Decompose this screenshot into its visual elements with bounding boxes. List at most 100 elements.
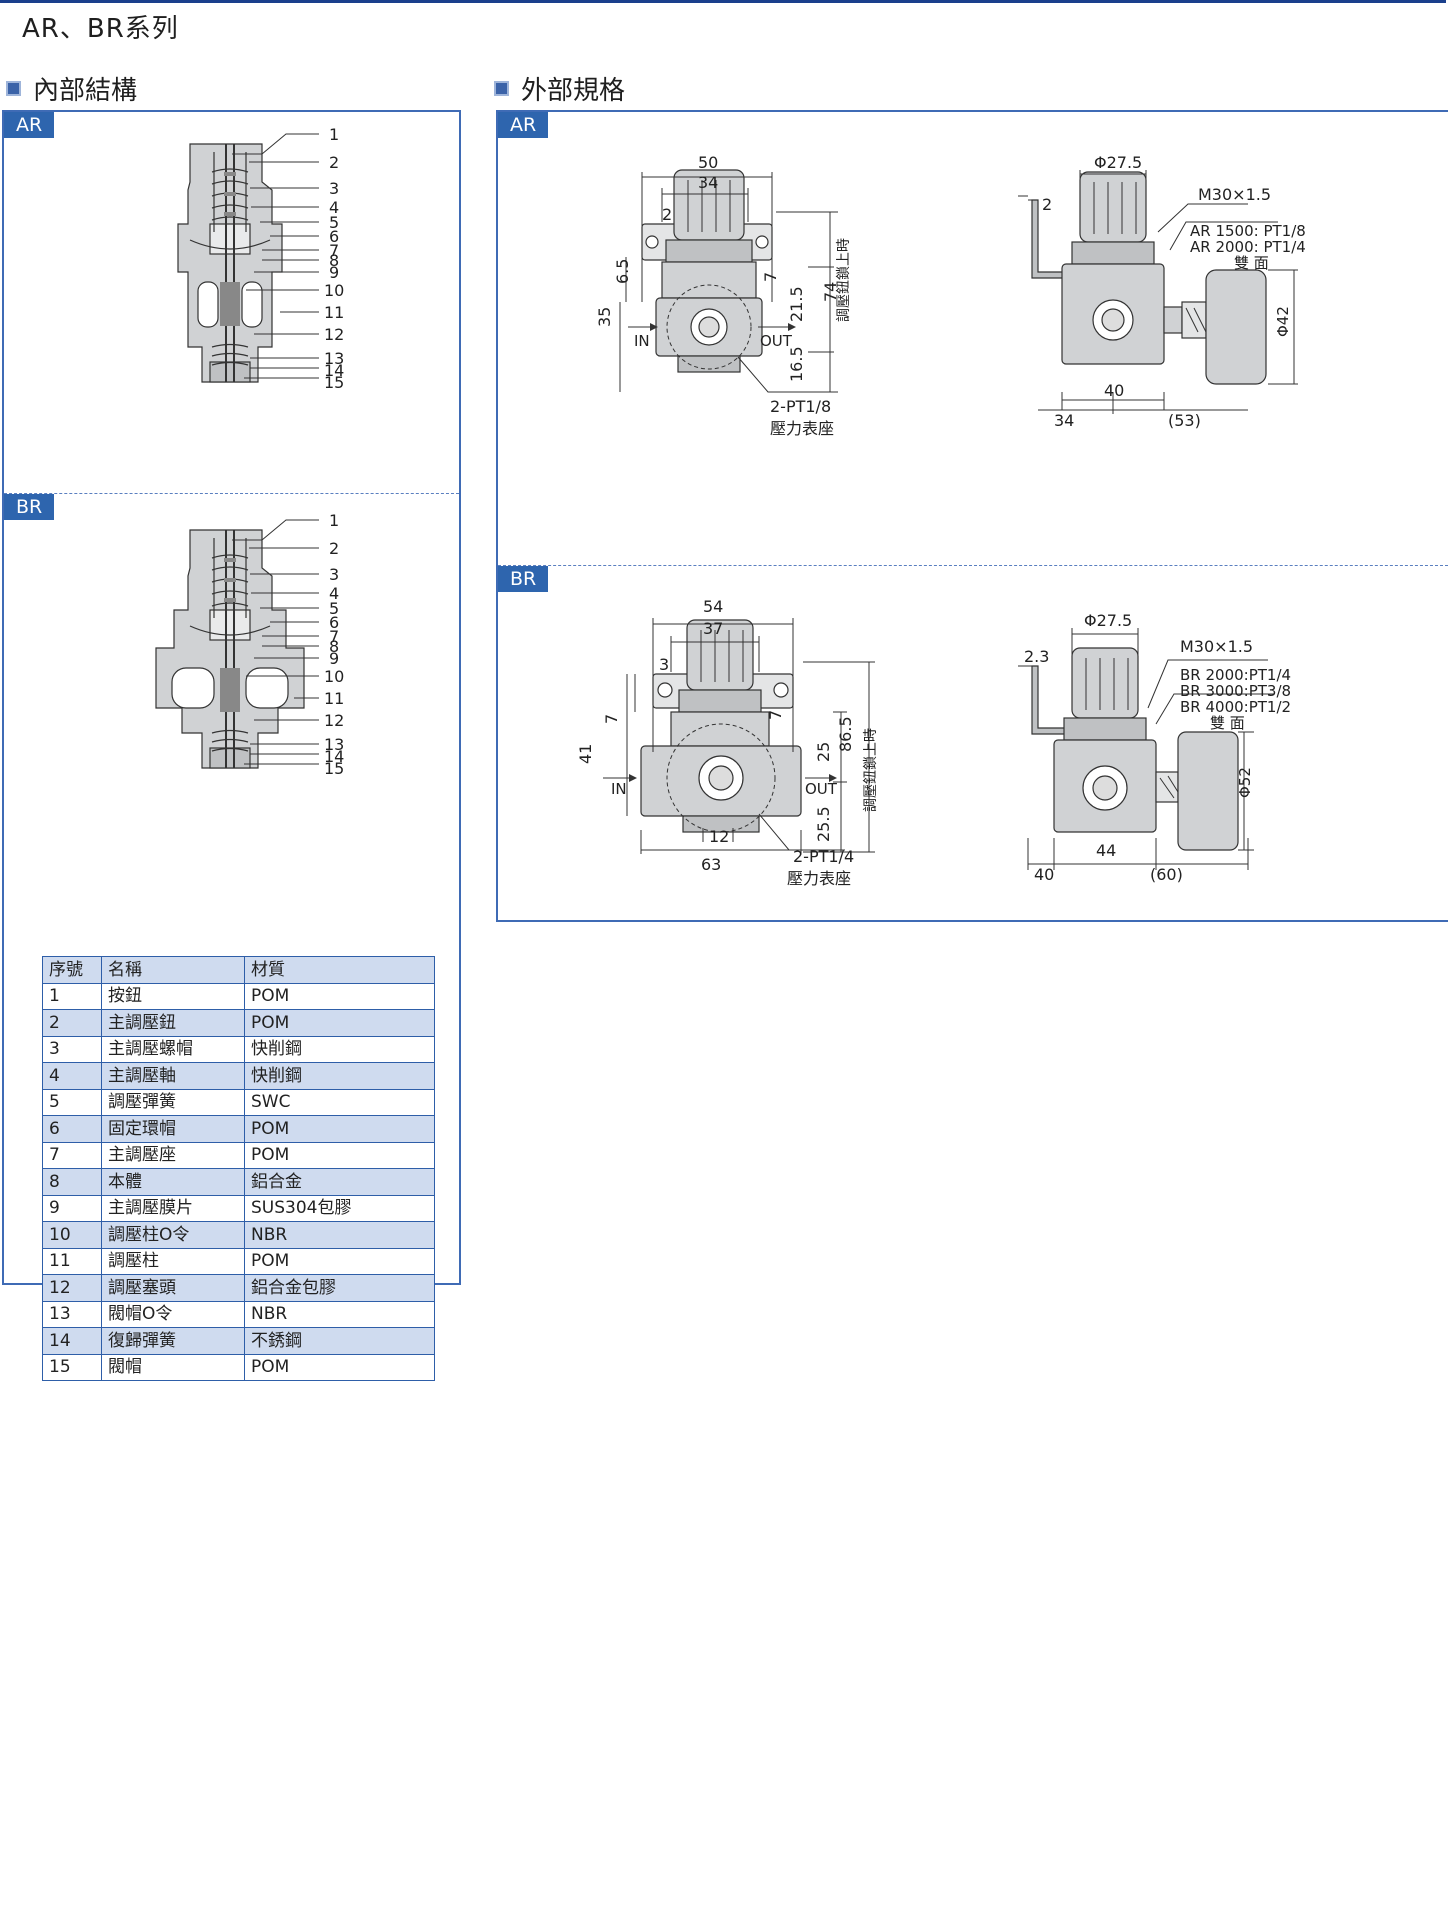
dim-phi27-5: Φ27.5 [1094,153,1142,172]
port-ar1500: AR 1500: PT1/8 [1190,222,1306,240]
cell-no: 14 [42,1327,102,1355]
tag-ar-external: AR [498,112,549,138]
internal-structure-panel: AR BR 1 2 3 4 5 6 [2,110,461,1381]
dim-7b: 7 [766,710,785,720]
callout-6: 6 [329,227,339,246]
dim-35: 35 [595,307,614,327]
callout-15: 15 [324,759,344,778]
cell-name: 主調壓膜片 [101,1194,245,1222]
callout-12: 12 [324,711,344,730]
cell-no: 13 [42,1300,102,1328]
thread-spec: M30×1.5 [1198,185,1271,204]
port-br3000: BR 3000:PT3/8 [1180,682,1291,700]
dim-16-5: 16.5 [787,346,806,382]
square-bullet-icon [6,81,21,96]
callout-5: 5 [329,213,339,232]
callout-4: 4 [329,584,339,603]
callout-7: 7 [329,627,339,646]
knob-lock-note: 調壓鈕鎖上時 [863,728,879,812]
cell-material: 鋁合金 [244,1168,435,1196]
cell-material: POM [244,1247,435,1275]
callout-11: 11 [324,303,344,322]
cell-no: 2 [42,1009,102,1037]
callout-13: 13 [324,349,344,368]
dim-41: 41 [576,744,595,764]
cell-no: 9 [42,1194,102,1222]
cell-no: 4 [42,1062,102,1090]
cell-material: SWC [244,1088,435,1116]
callout-10: 10 [324,667,344,686]
cell-no: 3 [42,1035,102,1063]
port-ar2000: AR 2000: PT1/4 [1190,238,1306,256]
cell-material: POM [244,1141,435,1169]
dim-63: 63 [701,855,721,874]
callout-3: 3 [329,565,339,584]
cell-no: 6 [42,1115,102,1143]
cell-no: 7 [42,1141,102,1169]
dim-7a: 7 [602,714,621,724]
port-br4000: BR 4000:PT1/2 [1180,698,1291,716]
cell-material: POM [244,1009,435,1037]
cell-no: 11 [42,1247,102,1275]
tag-br-external: BR [498,566,549,592]
callout-7: 7 [329,241,339,260]
cell-material: NBR [244,1300,435,1328]
callout-9: 9 [329,263,339,282]
cell-no: 15 [42,1353,102,1381]
cell-name: 主調壓軸 [101,1062,245,1090]
dim-40: 40 [1104,381,1124,400]
section-title-external: 外部規格 [521,76,626,106]
external-spec-panel: AR BR 50 34 2 6 [496,110,1448,922]
callout-10: 10 [324,281,344,300]
label-in: IN [634,332,650,350]
callout-2: 2 [329,539,339,558]
cell-name: 調壓彈簧 [101,1088,245,1116]
cell-material: POM [244,1353,435,1381]
ar-cross-section-drawing: 1 2 3 4 5 6 7 8 9 10 11 12 13 14 15 [177,125,344,392]
br-front-view-drawing: 54 37 3 7 41 7 25 86.5 25.5 12 63 IN OUT… [576,597,879,888]
cell-material: 快削鋼 [244,1062,435,1090]
callout-8: 8 [329,251,339,270]
section-header-external: 外部規格 [494,70,625,107]
label-out: OUT [760,332,793,350]
cell-name: 閥帽O令 [101,1300,245,1328]
callout-9: 9 [329,649,339,668]
cell-material: NBR [244,1221,435,1249]
gauge-port: 2-PT1/8 [770,397,831,416]
cell-name: 按鈕 [101,982,245,1010]
gauge-port: 2-PT1/4 [793,847,854,866]
port-br2000: BR 2000:PT1/4 [1180,666,1291,684]
divider [498,565,1448,566]
callout-15: 15 [324,373,344,392]
callout-12: 12 [324,325,344,344]
callout-2: 2 [329,153,339,172]
dim-6-5: 6.5 [613,259,632,284]
callout-6: 6 [329,613,339,632]
dim-2b: 2 [1042,195,1052,214]
knob-lock-note: 調壓鈕鎖上時 [836,238,852,322]
dim-phi52: Φ52 [1236,767,1254,798]
dim-7: 7 [761,272,780,282]
both-sides: 雙 面 [1234,254,1269,272]
thread-spec: M30×1.5 [1180,637,1253,656]
cell-material: SUS304包膠 [244,1194,435,1222]
dim-54: 54 [703,597,723,616]
col-header-material: 材質 [244,956,435,984]
section-title-internal: 內部結構 [33,76,138,106]
dim-40: 40 [1034,865,1054,884]
cell-material: POM [244,1115,435,1143]
gauge-seat: 壓力表座 [787,869,851,888]
callout-13: 13 [324,735,344,754]
dim-44: 44 [1096,841,1116,860]
dim-37: 37 [703,619,723,638]
cell-name: 調壓柱 [101,1247,245,1275]
dim-25-5: 25.5 [814,806,833,842]
cell-name: 主調壓鈕 [101,1009,245,1037]
